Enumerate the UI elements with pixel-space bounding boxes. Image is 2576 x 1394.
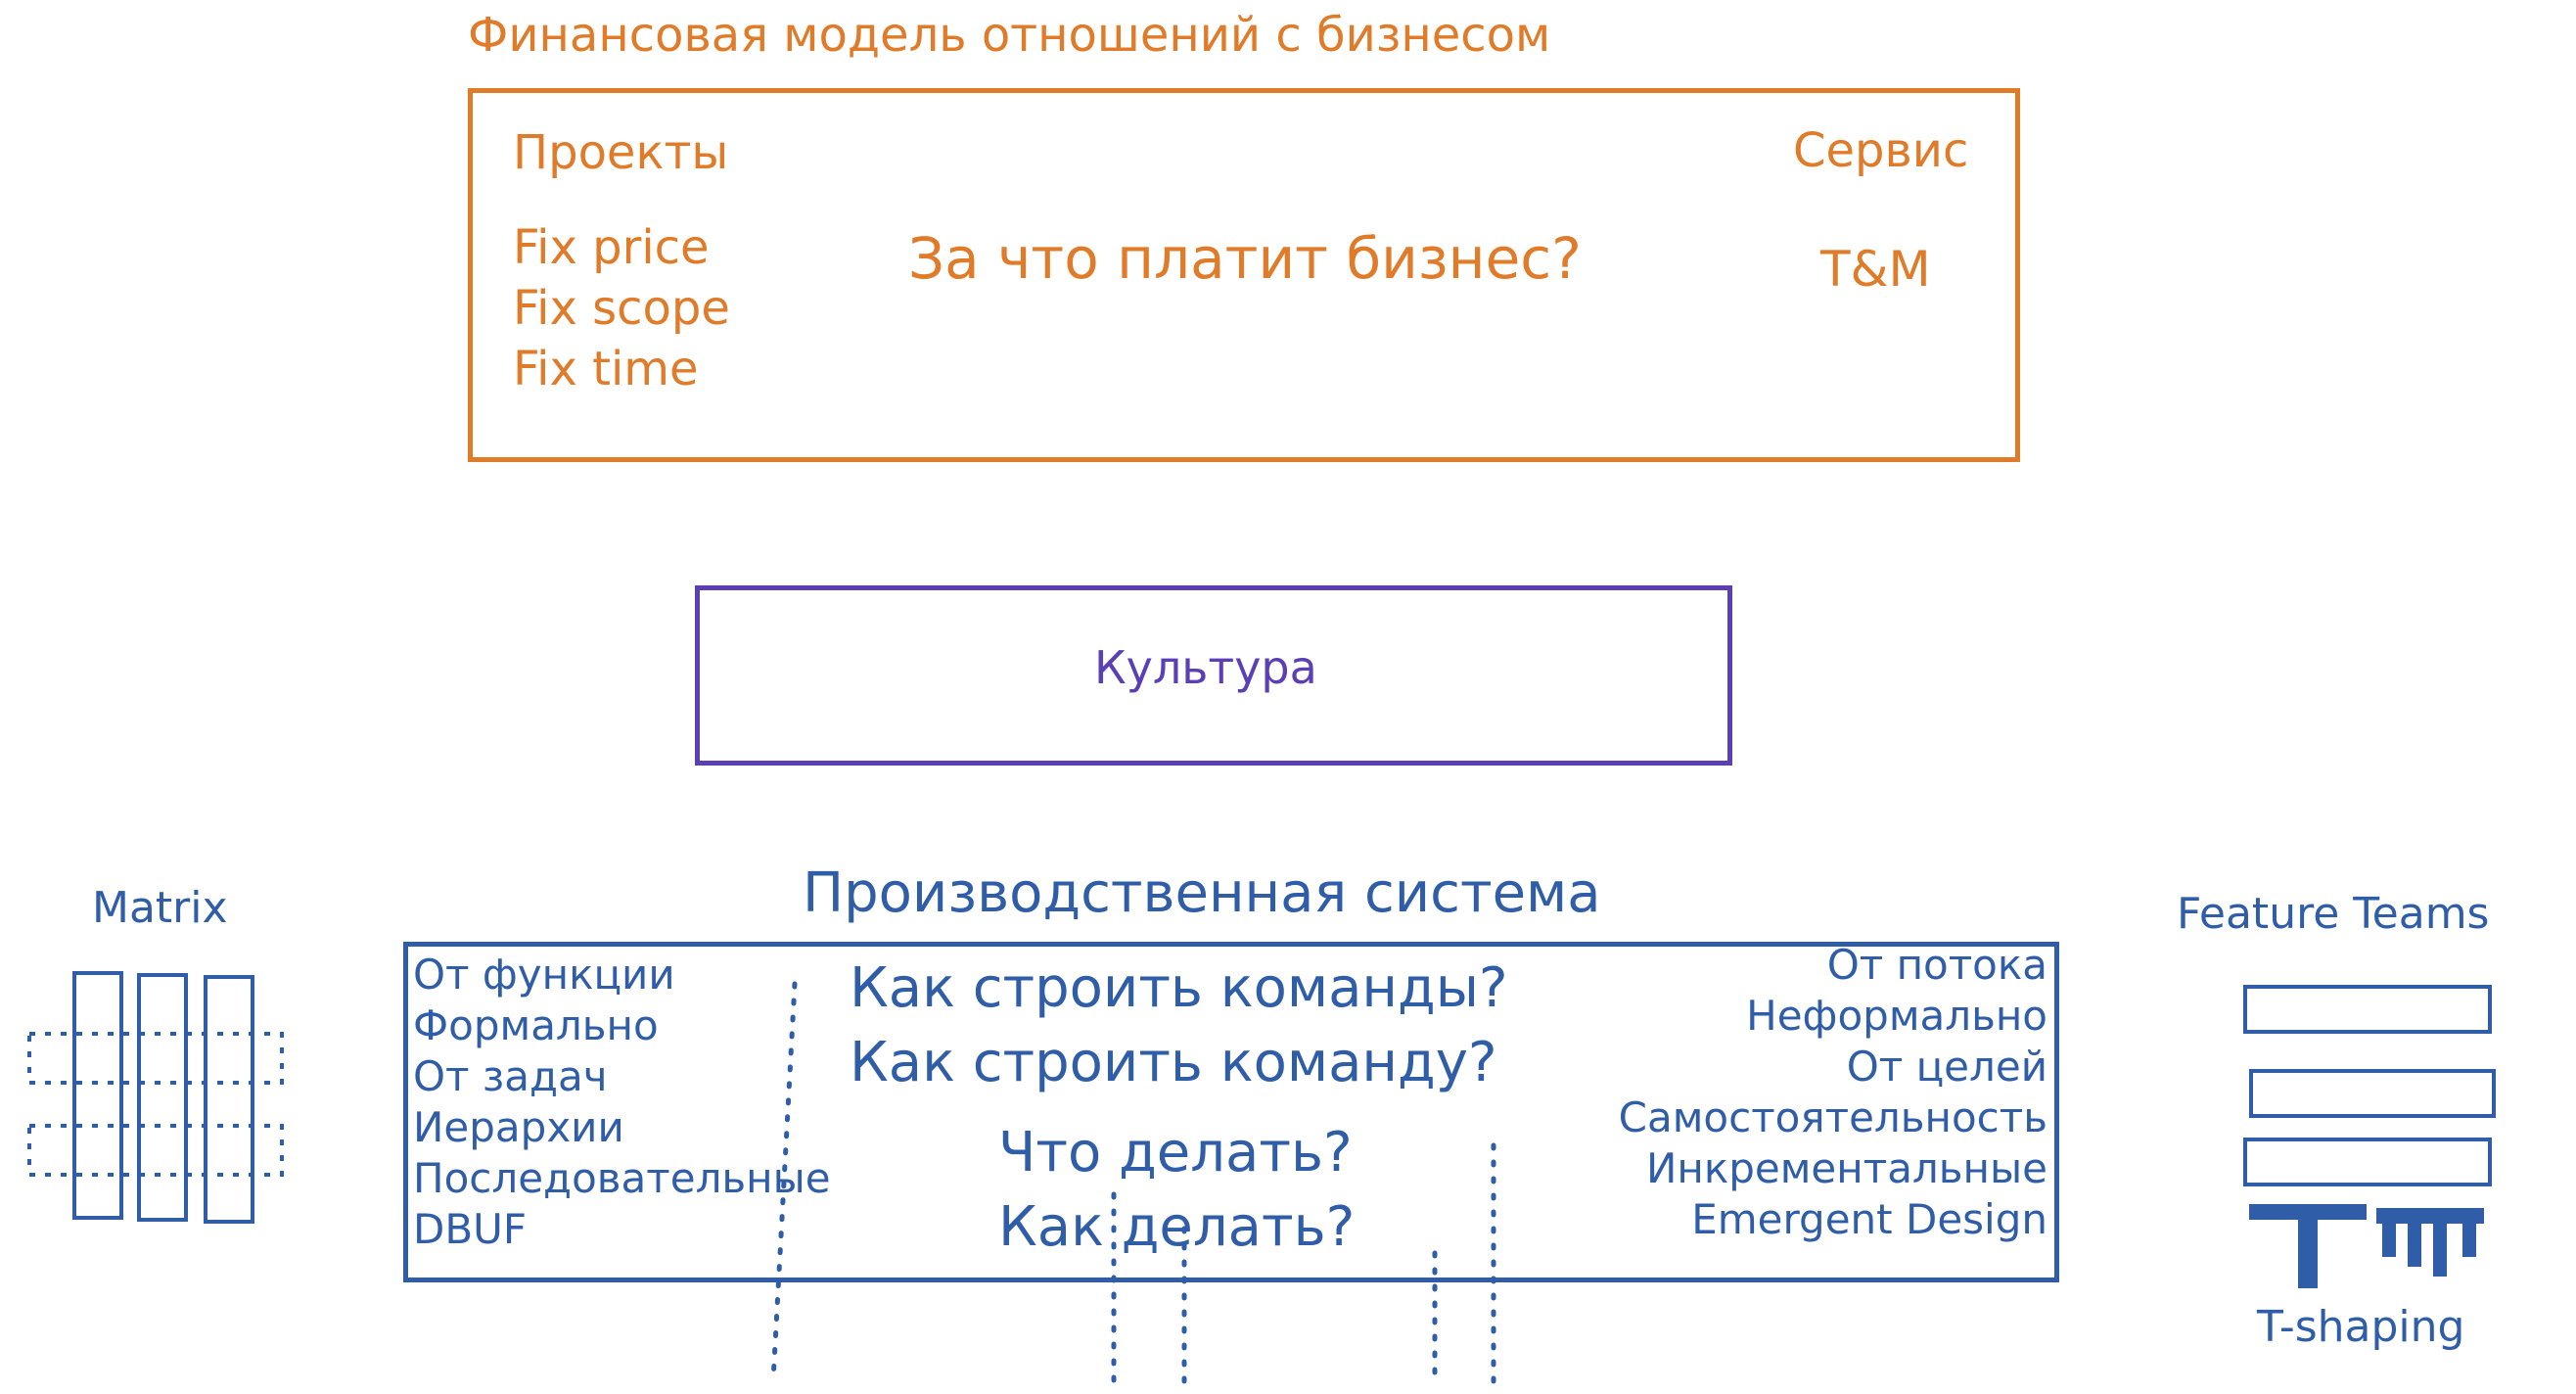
matrix-grid-icon xyxy=(27,971,284,1224)
dotted-line xyxy=(770,981,798,1383)
left-item: От функции xyxy=(413,951,675,999)
right-item: От потока xyxy=(1826,941,2047,989)
left-item: Иерархии xyxy=(413,1103,624,1151)
fix-item: Fix price xyxy=(513,220,710,275)
t-shape-icon xyxy=(2249,1204,2484,1288)
projects-label: Проекты xyxy=(513,125,729,180)
production-title: Производственная система xyxy=(803,861,1601,925)
fix-item: Fix time xyxy=(513,342,699,396)
left-item: От задач xyxy=(413,1052,608,1100)
finance-box xyxy=(468,88,2020,462)
service-value: T&M xyxy=(1820,241,1931,298)
question-teams: Как строить команды? xyxy=(850,956,1508,1020)
right-list: От потока Неформально От целей Самостоят… xyxy=(1546,940,2047,1245)
left-list: От функции Формально От задач Иерархии П… xyxy=(413,950,831,1255)
right-item: Неформально xyxy=(1746,992,2047,1040)
question-team: Как строить команду? xyxy=(850,1031,1497,1094)
finance-question: За что платит бизнес? xyxy=(908,225,1582,292)
fix-item: Fix scope xyxy=(513,281,730,336)
fix-list: Fix price Fix scope Fix time xyxy=(513,217,730,399)
culture-box xyxy=(695,585,1732,766)
right-item: Emergent Design xyxy=(1691,1195,2047,1243)
culture-label: Культура xyxy=(1094,641,1317,694)
service-label: Сервис xyxy=(1793,123,1969,178)
team-questions: Как строить команды? Как строить команду… xyxy=(850,952,1508,1100)
work-questions: Что делать? Как делать? xyxy=(998,1116,1355,1265)
left-item: Формально xyxy=(413,1001,659,1049)
left-item: DBUF xyxy=(413,1205,528,1253)
left-item: Последовательные xyxy=(413,1154,831,1202)
question-how: Как делать? xyxy=(998,1195,1356,1259)
right-item: От целей xyxy=(1846,1043,2047,1091)
finance-title: Финансовая модель отношений с бизнесом xyxy=(468,8,1551,63)
right-item: Инкрементальные xyxy=(1646,1144,2047,1192)
team-bars-icon xyxy=(2243,985,2496,1186)
matrix-label: Matrix xyxy=(92,883,228,933)
t-shaping-label: T-shaping xyxy=(2257,1302,2465,1352)
production-box xyxy=(403,942,2059,1282)
feature-teams-label: Feature Teams xyxy=(2177,889,2490,939)
question-what: Что делать? xyxy=(998,1121,1353,1185)
right-item: Самостоятельность xyxy=(1618,1093,2047,1141)
